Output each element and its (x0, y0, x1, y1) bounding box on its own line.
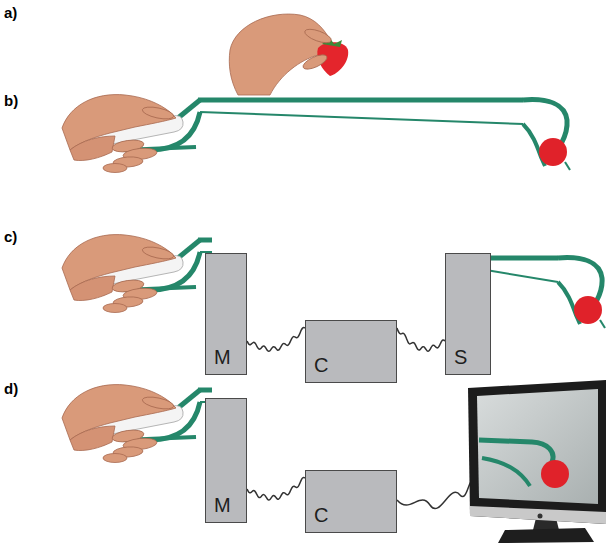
slave-tool (486, 258, 605, 328)
signal-wire (247, 478, 305, 501)
grabber-tool (62, 95, 570, 173)
row-label: b) (4, 92, 18, 109)
hand-strawberry (229, 14, 348, 95)
shaft (486, 256, 558, 261)
row-label: c) (4, 228, 17, 245)
unit-letter: M (214, 494, 231, 517)
rod (486, 270, 558, 282)
unit-box: M (205, 253, 247, 375)
signal-wire (247, 328, 305, 352)
screen (477, 389, 598, 504)
monitor-button (538, 514, 543, 519)
unit-box: M (205, 398, 247, 523)
monitor (397, 380, 606, 543)
hand-grip (62, 95, 200, 173)
hand (229, 14, 330, 95)
signal-wire (397, 328, 445, 351)
hand-grip (62, 235, 200, 313)
finger (303, 27, 333, 46)
unit-letter: M (214, 346, 231, 369)
monitor-bezel (470, 506, 606, 524)
rod (200, 112, 523, 124)
unit-letter: C (314, 354, 328, 377)
jaw (558, 258, 605, 328)
unit-box: S (445, 253, 491, 375)
row-label: d) (4, 380, 18, 397)
unit-box: C (305, 320, 397, 383)
unit-box: C (305, 470, 397, 533)
screen-tool (482, 458, 530, 486)
jaw (523, 100, 570, 170)
master-tool (62, 235, 212, 313)
row-label: a) (4, 4, 17, 21)
master-tool (62, 385, 212, 463)
thumb (301, 52, 329, 72)
monitor-frame (468, 380, 606, 524)
monitor-base (498, 528, 594, 543)
hand-grip (62, 385, 200, 463)
wire (397, 480, 472, 509)
unit-letter: C (314, 504, 328, 527)
unit-letter: S (454, 346, 467, 369)
screen-ball (541, 460, 569, 488)
shaft (198, 98, 523, 103)
